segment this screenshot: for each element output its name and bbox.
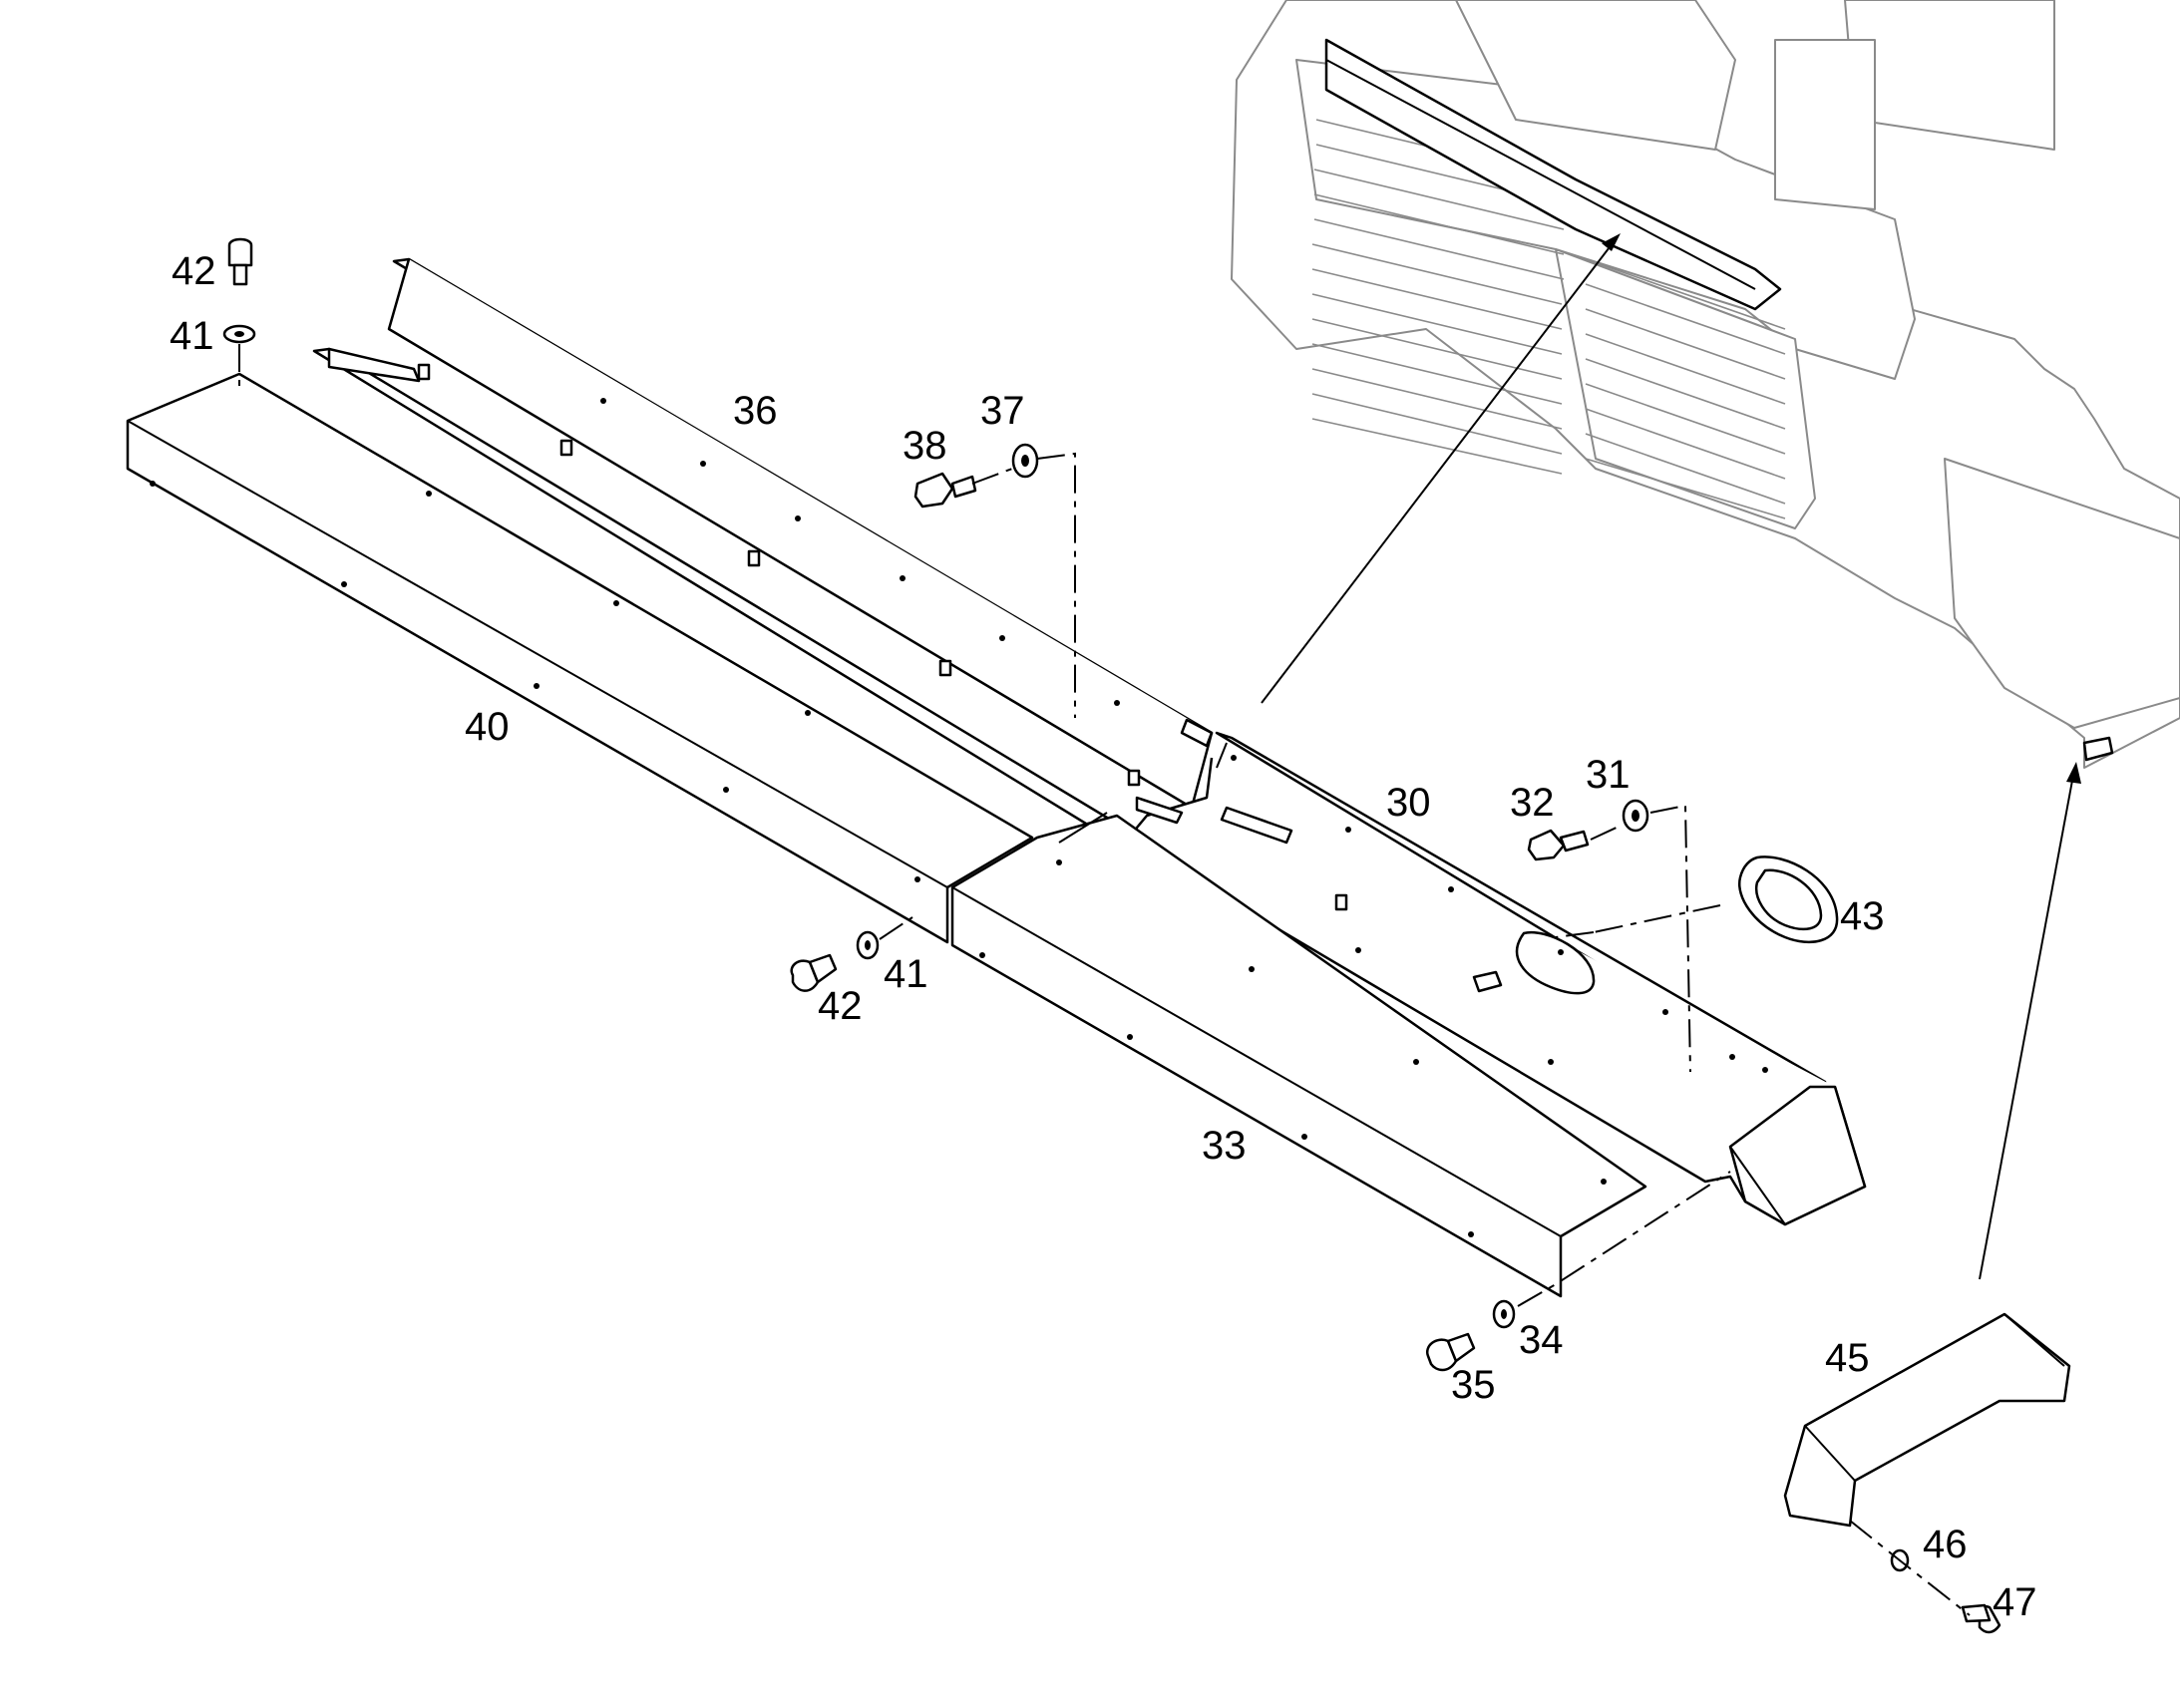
machine-grille-left bbox=[1311, 119, 1567, 475]
label-part-45: 45 bbox=[1825, 1336, 1870, 1380]
label-part-42-lower: 42 bbox=[818, 984, 863, 1028]
label-part-46: 46 bbox=[1923, 1523, 1968, 1566]
leader-arrows bbox=[1261, 233, 2081, 1280]
part-30-channel bbox=[1130, 731, 1867, 1226]
assembly-axis-lines bbox=[238, 344, 1971, 1616]
label-part-38: 38 bbox=[903, 424, 947, 468]
label-part-30: 30 bbox=[1386, 781, 1431, 825]
label-part-41-top: 41 bbox=[170, 314, 214, 358]
label-part-42-top: 42 bbox=[172, 249, 216, 293]
label-part-37: 37 bbox=[980, 389, 1025, 433]
label-part-47: 47 bbox=[1993, 1580, 2037, 1624]
machine-context-view bbox=[1231, 0, 2180, 769]
label-part-41-lower: 41 bbox=[884, 952, 928, 996]
machine-grille-right bbox=[1585, 258, 1786, 519]
label-part-40: 40 bbox=[465, 705, 510, 749]
part-43-grommet bbox=[1737, 855, 1839, 944]
label-part-31: 31 bbox=[1586, 753, 1631, 797]
part-33-cover bbox=[950, 814, 1647, 1298]
label-part-43: 43 bbox=[1840, 894, 1885, 938]
label-part-34: 34 bbox=[1519, 1318, 1564, 1362]
part-number-labels: 42 41 36 38 37 40 30 31 32 43 41 42 33 3… bbox=[170, 249, 2037, 1624]
leader-40-33 bbox=[1058, 812, 1108, 844]
fasteners bbox=[222, 237, 2001, 1634]
part-45-cap bbox=[1783, 1312, 2071, 1528]
part-36-channel bbox=[312, 257, 1214, 861]
part-40-cover bbox=[126, 372, 1034, 944]
label-part-35: 35 bbox=[1451, 1363, 1496, 1407]
label-part-33: 33 bbox=[1202, 1124, 1247, 1168]
label-part-32: 32 bbox=[1510, 781, 1555, 825]
label-part-36: 36 bbox=[733, 389, 778, 433]
